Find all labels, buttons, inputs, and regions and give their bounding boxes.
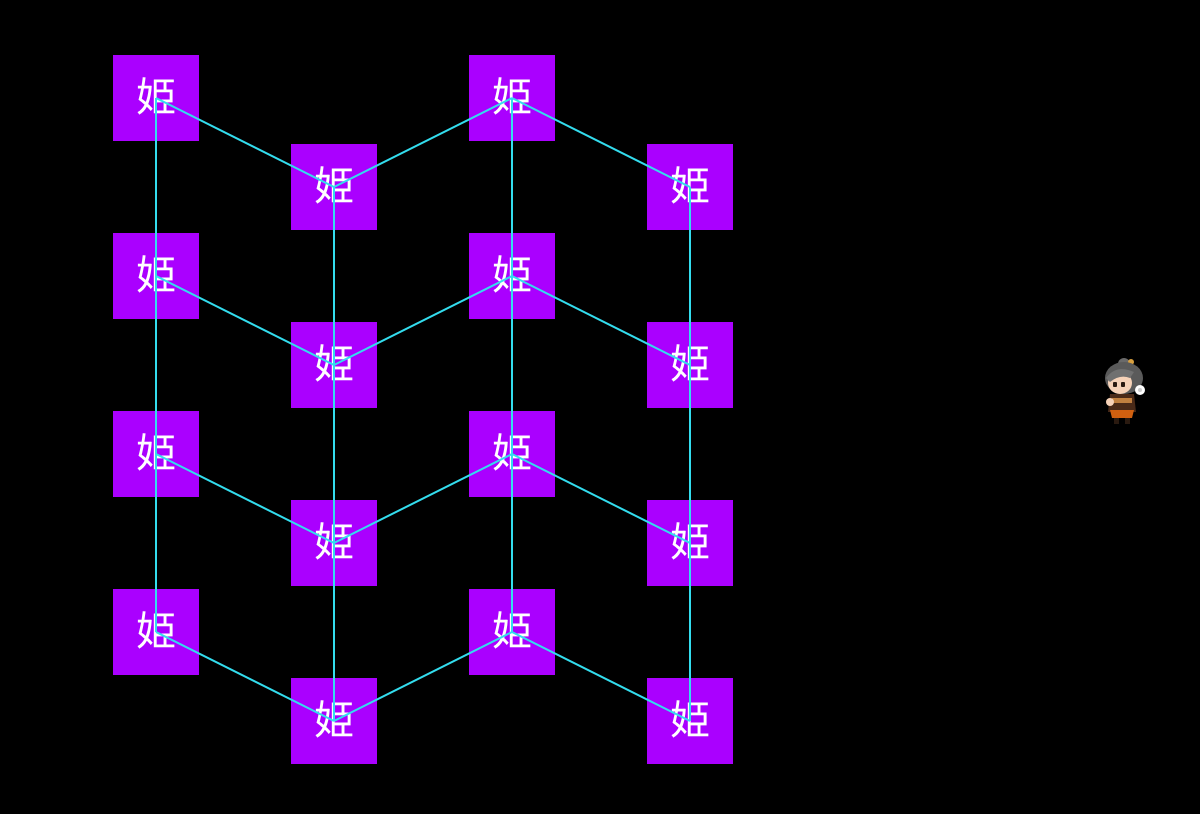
tile-c3-r2[interactable]: 姫 [469,233,555,319]
tile-c1-r4[interactable]: 姫 [113,589,199,675]
character-drawing [1105,358,1145,424]
tile-c1-r2[interactable]: 姫 [113,233,199,319]
tile-c4-r3[interactable]: 姫 [647,500,733,586]
tile-c2-r4[interactable]: 姫 [291,678,377,764]
tile-c2-r3[interactable]: 姫 [291,500,377,586]
tile-c3-r3[interactable]: 姫 [469,411,555,497]
tile-c4-r2[interactable]: 姫 [647,322,733,408]
tile-c1-r1[interactable]: 姫 [113,55,199,141]
character-sprite-icon[interactable] [1100,356,1150,426]
tile-c2-r2[interactable]: 姫 [291,322,377,408]
tile-c4-r1[interactable]: 姫 [647,144,733,230]
tile-c2-r1[interactable]: 姫 [291,144,377,230]
tile-c3-r1[interactable]: 姫 [469,55,555,141]
tile-c1-r3[interactable]: 姫 [113,411,199,497]
tile-c4-r4[interactable]: 姫 [647,678,733,764]
tile-c3-r4[interactable]: 姫 [469,589,555,675]
